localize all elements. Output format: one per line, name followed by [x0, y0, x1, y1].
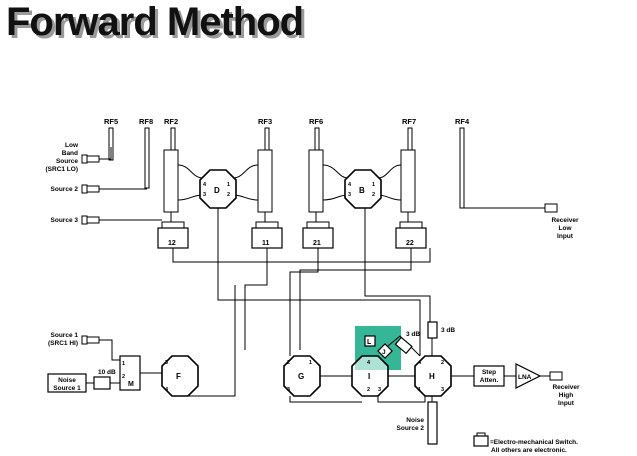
pin-label: 1	[372, 182, 375, 188]
pin-label: 4	[203, 182, 207, 188]
step-attenuator-label-1: Step	[482, 369, 496, 376]
switch-f	[161, 355, 199, 397]
receiver-high-label-2: High	[559, 392, 573, 399]
source-2-label: Source 2	[51, 186, 79, 193]
pin-label: 3	[441, 387, 444, 393]
attenuator-3db-a	[394, 336, 413, 355]
legend-line-2: All others are electronic.	[491, 447, 567, 454]
port-rf8-label: RF8	[139, 117, 153, 126]
noise-source-2-label-1: Noise	[406, 417, 424, 424]
legend-switch-symbol	[473, 435, 489, 447]
port-rf6-label: RF6	[309, 117, 323, 126]
receiver-low-label-2: Low	[559, 225, 573, 232]
pin-label: 2	[227, 192, 230, 198]
pin-label: 1	[309, 360, 312, 366]
relay-11-label: 11	[262, 240, 270, 247]
switch-j	[377, 343, 393, 359]
attenuator-3db-a-label: 3 dB	[406, 331, 420, 338]
pin-label: 2	[367, 387, 370, 393]
source-3-label: Source 3	[51, 217, 79, 224]
switch-f-label: F	[176, 372, 181, 381]
receiver-high-connector	[549, 371, 563, 381]
pin-label: 4	[418, 360, 422, 366]
receiver-high-label-3: Input	[558, 400, 575, 407]
switch-j-label: J	[382, 349, 386, 356]
port-rf5-label: RF5	[104, 117, 118, 126]
switch-b	[344, 169, 382, 209]
receiver-low-label-3: Input	[557, 233, 574, 240]
switch-l	[364, 335, 376, 347]
page-title: Forward Method	[6, 0, 304, 44]
switch-d	[199, 169, 237, 209]
receiver-low-connector	[544, 203, 558, 213]
noise-source-2-label-2: Source 2	[397, 425, 425, 432]
pin-label: 1	[418, 387, 421, 393]
low-band-source-label-1: Low	[65, 142, 79, 149]
relay-22-label: 22	[406, 240, 414, 247]
pin-label: 3	[203, 192, 206, 198]
pin-label: 4	[165, 387, 169, 393]
pin-label: 3	[378, 387, 381, 393]
receiver-high-label-1: Receiver	[552, 384, 580, 391]
pin-label: 2	[441, 360, 444, 366]
switch-b-label: B	[359, 186, 365, 195]
legend-line-1: =Electro-mechanical Switch.	[490, 439, 578, 446]
noise-source-1-label-1: Noise	[58, 377, 76, 384]
port-rf3-label: RF3	[258, 117, 272, 126]
attenuator-3db-b-label: 3 dB	[441, 327, 455, 334]
switch-h	[414, 355, 452, 397]
source-1-label-2: (SRC1 HI)	[48, 340, 78, 347]
low-band-source-label-2: Band	[62, 150, 78, 157]
step-attenuator-label-2: Atten.	[480, 377, 499, 384]
switch-l-label: L	[367, 339, 372, 346]
relay-21-label: 21	[313, 240, 321, 247]
port-rf4-label: RF4	[455, 117, 470, 126]
lna-amplifier	[515, 363, 542, 389]
pin-label: 2	[122, 374, 125, 380]
noise-source-2-box	[427, 401, 438, 445]
pin-label: 3	[287, 387, 290, 393]
switch-g	[283, 355, 321, 397]
relay-group	[157, 221, 427, 249]
pin-label: 2	[372, 192, 375, 198]
switch-h-label: H	[429, 372, 435, 381]
source-connectors	[81, 147, 162, 361]
attenuator-3db-b	[427, 321, 438, 339]
receiver-low-label-1: Receiver	[551, 217, 579, 224]
source-1-label-1: Source 1	[51, 332, 79, 339]
low-band-source-label-3: Source	[56, 158, 78, 165]
pin-label: 4	[367, 360, 371, 366]
port-rf7-label: RF7	[402, 117, 416, 126]
pin-label: 2	[287, 360, 290, 366]
low-band-source-label-4: (SRC1 LO)	[46, 166, 79, 173]
attenuator-10db	[93, 376, 111, 390]
pin-label: 3	[165, 360, 168, 366]
pin-label: 3	[348, 192, 351, 198]
switch-i-label: I	[368, 372, 370, 381]
lna-label: LNA	[518, 374, 532, 381]
pin-label: 4	[348, 182, 352, 188]
switch-d-label: D	[214, 186, 220, 195]
attenuator-10db-label: 10 dB	[98, 369, 116, 376]
pin-label: 1	[122, 361, 125, 367]
switch-m-label: M	[128, 381, 134, 388]
pin-label: 1	[227, 182, 230, 188]
noise-source-1-label-2: Source 1	[53, 385, 81, 392]
relay-12-label: 12	[168, 240, 176, 247]
port-rf2-label: RF2	[164, 117, 178, 126]
switch-g-label: G	[298, 372, 304, 381]
